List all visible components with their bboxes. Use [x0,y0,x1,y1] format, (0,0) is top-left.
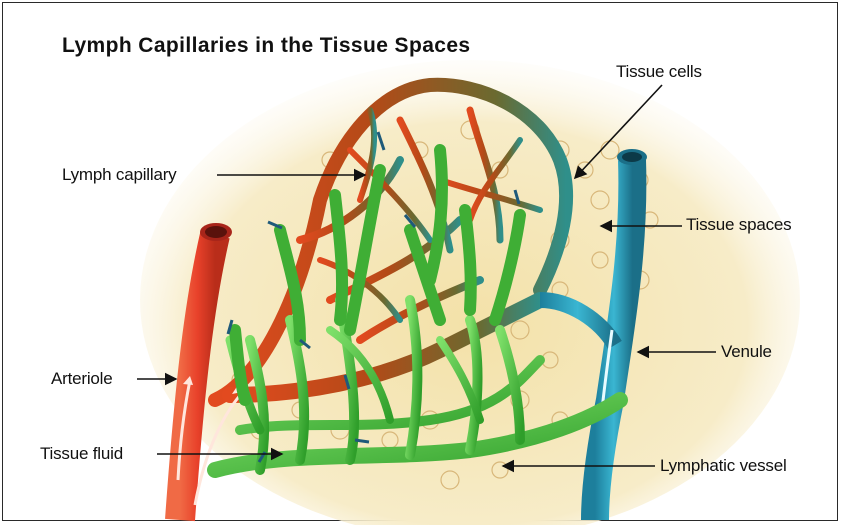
label-tissue-fluid: Tissue fluid [40,444,123,464]
label-lymphatic-vessel: Lymphatic vessel [660,456,787,476]
label-tissue-cells: Tissue cells [616,62,702,82]
label-arteriole: Arteriole [51,369,113,389]
diagram-title: Lymph Capillaries in the Tissue Spaces [62,34,471,58]
label-lymph-capillary: Lymph capillary [62,165,176,185]
label-venule: Venule [721,342,772,362]
label-tissue-spaces: Tissue spaces [686,215,791,235]
